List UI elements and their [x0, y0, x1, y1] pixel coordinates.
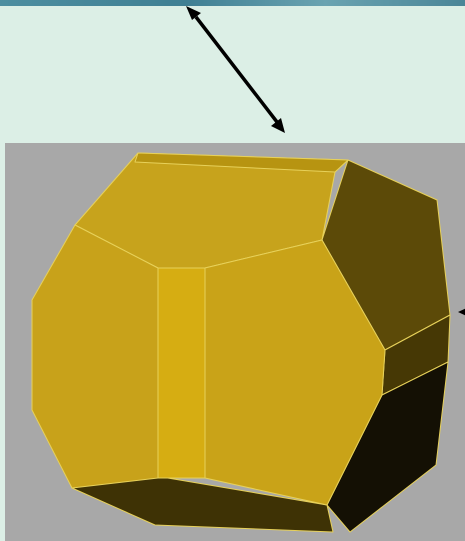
face-front-left-hexagon [32, 225, 158, 488]
truncated-octahedron [32, 153, 450, 532]
diagonal-double-arrow-icon [196, 17, 277, 122]
arrowhead-bottom-icon [271, 118, 285, 133]
arrowhead-left-icon [458, 306, 465, 318]
face-center-square [158, 268, 205, 478]
